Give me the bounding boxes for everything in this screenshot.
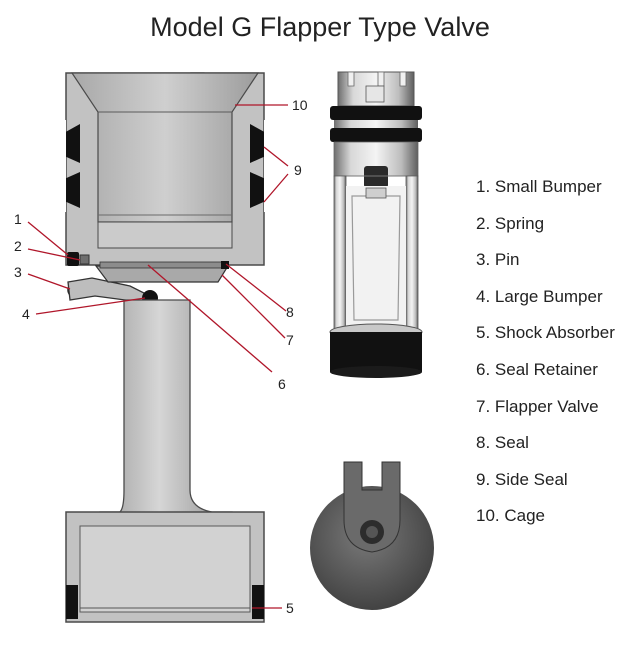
legend-item-seal: 8. Seal	[476, 433, 529, 453]
seal	[221, 261, 229, 269]
legend-item-flapper-valve: 7. Flapper Valve	[476, 396, 599, 416]
side-seal-right-lower	[250, 172, 268, 208]
stem	[99, 299, 233, 519]
cage-bore	[70, 72, 260, 223]
valve-cutaway	[58, 72, 272, 623]
callout-10: 10	[292, 97, 308, 113]
callout-7: 7	[286, 332, 294, 348]
side-seal-left-upper	[62, 124, 80, 163]
legend-list: 1. Small Bumper 2. Spring 3. Pin 4. Larg…	[476, 176, 615, 542]
side-seal-right-upper	[250, 124, 268, 163]
side-seal-left-lower	[62, 172, 80, 208]
spring	[79, 254, 90, 265]
legend-item-seal-retainer: 6. Seal Retainer	[476, 359, 598, 379]
callout-5: 5	[286, 600, 294, 616]
callout-2: 2	[14, 238, 22, 254]
callout-1: 1	[14, 211, 22, 227]
callout-9: 9	[294, 162, 302, 178]
legend-item-side-seal: 9. Side Seal	[476, 469, 568, 489]
legend-item-spring: 2. Spring	[476, 213, 545, 233]
callout-8: 8	[286, 304, 294, 320]
diagram-title: Model G Flapper Type Valve	[150, 12, 490, 42]
legend-item-cage: 10. Cage	[476, 506, 545, 526]
cage-assembly-photo	[329, 71, 423, 378]
legend-item-small-bumper: 1. Small Bumper	[476, 177, 602, 196]
legend-item-large-bumper: 4. Large Bumper	[476, 286, 603, 306]
cage-lower	[97, 221, 233, 249]
flapper-disc-photo	[310, 461, 434, 610]
cage-frame-left	[333, 175, 347, 333]
legend-item-shock-absorber: 5. Shock Absorber	[476, 323, 615, 343]
callout-6: 6	[278, 376, 286, 392]
leader-lines	[27, 104, 289, 609]
callout-4: 4	[22, 306, 30, 322]
shock-absorber-right	[252, 585, 264, 619]
cage-frame-right	[405, 175, 419, 333]
shock-absorber-left	[66, 585, 78, 619]
callout-3: 3	[14, 264, 22, 280]
seal-retainer	[99, 261, 225, 269]
legend-item-pin: 3. Pin	[476, 250, 520, 270]
